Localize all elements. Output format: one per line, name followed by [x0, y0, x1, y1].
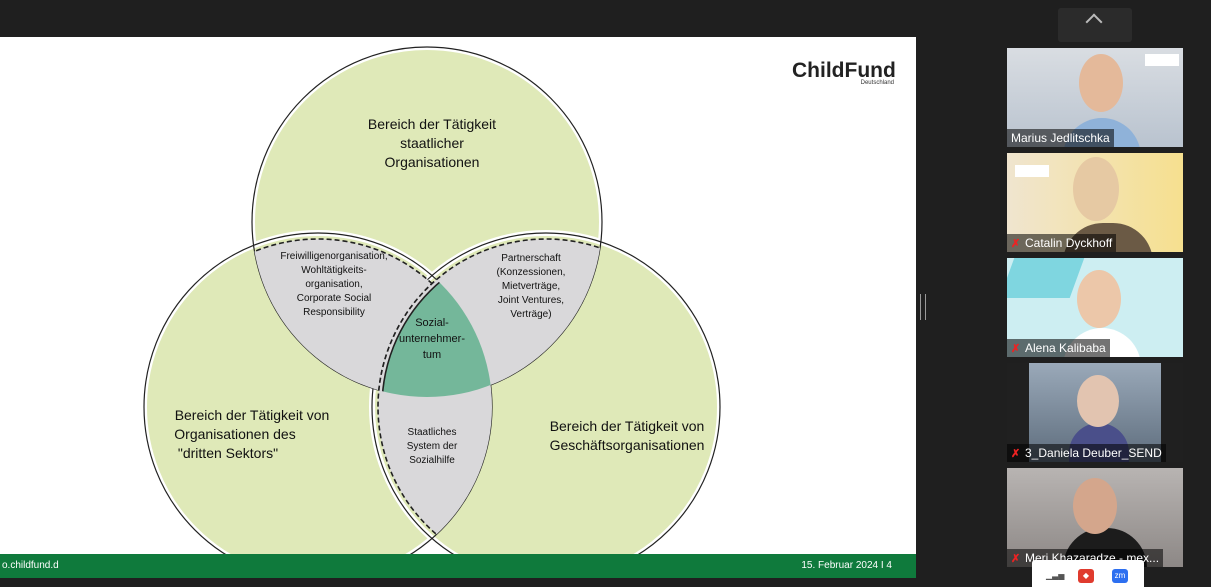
participant-tile[interactable]: ✗Alena Kalibaba — [1007, 258, 1183, 357]
left-circle-line1: Bereich der Tätigkeit von — [175, 407, 330, 423]
overlap-center — [381, 242, 492, 397]
tl-line5: Responsibility — [303, 307, 365, 318]
bottom-line3: Sozialhilfe — [409, 455, 455, 466]
footer-date: 15. Februar 2024 I 4 — [801, 560, 892, 571]
childfund-logo-sub: Deutschland — [861, 80, 894, 86]
shared-slide: Bereich der Tätigkeit staatlicher Organi… — [0, 37, 916, 578]
collapse-button[interactable] — [1058, 8, 1132, 42]
center-line1: Sozial- — [415, 317, 449, 329]
participant-name: ✗Alena Kalibaba — [1007, 339, 1110, 357]
center-line2: unternehmer- — [399, 333, 465, 345]
share-icon[interactable]: ◆ — [1078, 569, 1094, 583]
tl-line1: Freiwilligenorganisation, — [280, 251, 387, 262]
venn-diagram: Bereich der Tätigkeit staatlicher Organi… — [141, 44, 896, 578]
participant-tile[interactable]: ✗Meri Khazaradze - mex... — [1007, 468, 1183, 567]
left-circle-line2: Organisationen des — [174, 426, 295, 442]
participant-tile[interactable]: Marius Jedlitschka — [1007, 48, 1183, 147]
tr-line2: (Konzessionen, — [497, 267, 566, 278]
tr-line5: Verträge) — [510, 309, 551, 320]
mic-muted-icon: ✗ — [1011, 448, 1021, 460]
top-circle-line1: Bereich der Tätigkeit — [368, 116, 496, 132]
footer-url: o.childfund.d — [2, 560, 59, 571]
right-circle-line2: Geschäftsorganisationen — [550, 437, 705, 453]
zoom-apps-icon[interactable]: zm — [1112, 569, 1128, 583]
top-circle-line2: staatlicher — [400, 135, 464, 151]
bottom-toolbar: ▁▃▅ ◆ zm — [1032, 560, 1144, 587]
bottom-line2: System der — [407, 441, 458, 452]
chevron-up-icon — [1085, 13, 1103, 31]
left-circle-line3: "dritten Sektors" — [178, 445, 278, 461]
resize-handle[interactable] — [920, 294, 926, 320]
platform-badge — [1145, 54, 1179, 66]
tl-line2: Wohltätigkeits- — [301, 265, 366, 276]
tr-line1: Partnerschaft — [501, 253, 561, 264]
participant-tile[interactable]: ✗3_Daniela Deuber_SEND — [1007, 363, 1183, 462]
tr-line4: Joint Ventures, — [498, 295, 564, 306]
signal-icon[interactable]: ▁▃▅ — [1046, 571, 1065, 580]
bottom-line1: Staatliches — [408, 427, 457, 438]
participant-name: Marius Jedlitschka — [1007, 129, 1114, 147]
childfund-logo: ChildFund — [792, 59, 896, 82]
tl-line4: Corporate Social — [297, 293, 371, 304]
slide-footer: o.childfund.d 15. Februar 2024 I 4 — [0, 554, 916, 578]
platform-badge — [1015, 165, 1049, 177]
participant-tile[interactable]: ✗Catalin Dyckhoff — [1007, 153, 1183, 252]
mic-muted-icon: ✗ — [1011, 553, 1021, 565]
mic-muted-icon: ✗ — [1011, 238, 1021, 250]
tr-line3: Mietverträge, — [502, 281, 560, 292]
top-circle-line3: Organisationen — [385, 154, 480, 170]
participant-name: ✗3_Daniela Deuber_SEND — [1007, 444, 1166, 462]
mic-muted-icon: ✗ — [1011, 343, 1021, 355]
participant-name: ✗Catalin Dyckhoff — [1007, 234, 1117, 252]
right-circle-line1: Bereich der Tätigkeit von — [550, 418, 705, 434]
tl-line3: organisation, — [305, 279, 362, 290]
center-line3: tum — [423, 349, 441, 361]
